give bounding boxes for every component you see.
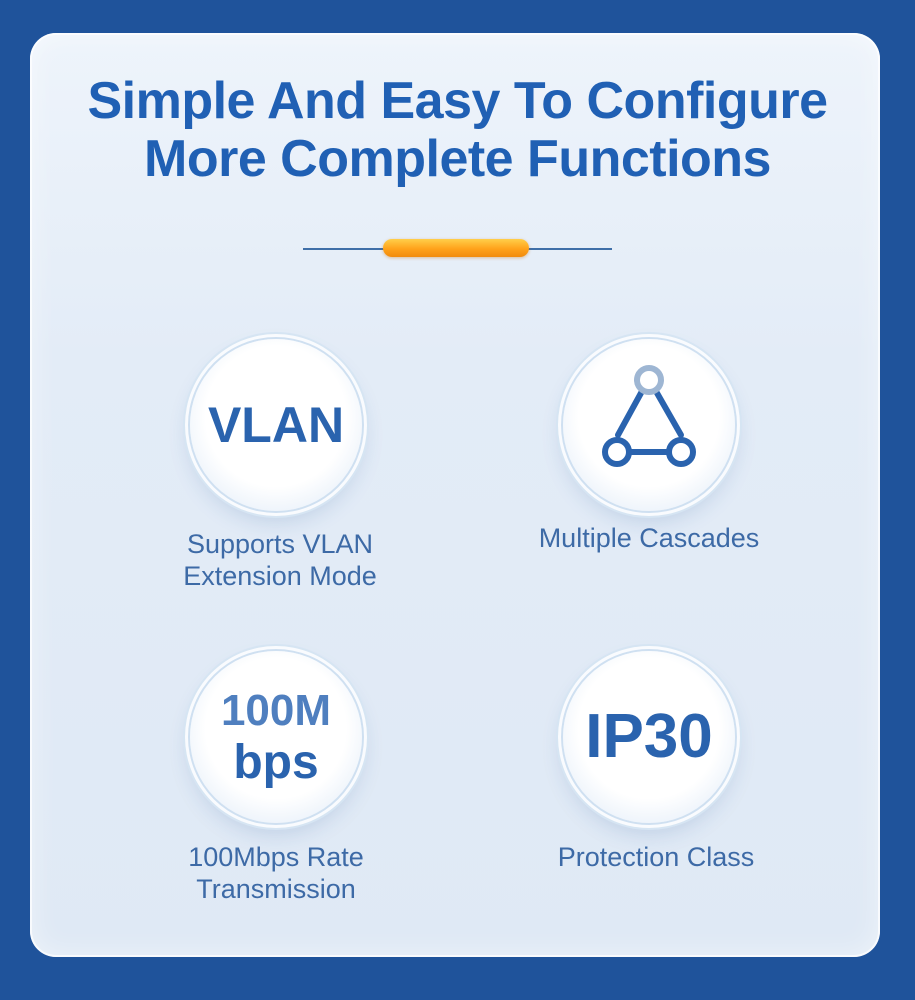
triangle-network-icon xyxy=(602,365,696,467)
vlan-badge-text: VLAN xyxy=(207,397,345,453)
protection-caption: Protection Class xyxy=(506,841,806,873)
ip30-badge-text: IP30 xyxy=(585,702,713,771)
cascade-badge xyxy=(563,339,735,511)
rate-badge-text-top: 100M xyxy=(220,686,332,735)
ip30-badge: IP30 xyxy=(563,651,735,823)
heading-line-2: More Complete Functions xyxy=(144,130,771,188)
rate-caption: 100Mbps Rate Transmission xyxy=(126,841,426,905)
vlan-caption: Supports VLAN Extension Mode xyxy=(130,528,430,592)
rate-badge: 100M bps xyxy=(190,651,362,823)
heading-line-1: Simple And Easy To Configure xyxy=(87,72,828,130)
rate-badge-text-bottom: bps xyxy=(233,736,319,789)
vlan-caption-line-1: Supports VLAN xyxy=(186,529,374,559)
rate-caption-line-1: 100Mbps Rate xyxy=(188,842,364,872)
content-panel xyxy=(30,33,880,957)
divider-accent-bar xyxy=(383,239,529,257)
cascade-caption: Multiple Cascades xyxy=(500,522,798,554)
vlan-caption-line-2: Extension Mode xyxy=(183,561,377,591)
vlan-badge: VLAN xyxy=(190,339,362,511)
cascade-caption-line-1: Multiple Cascades xyxy=(538,523,760,553)
protection-caption-line-1: Protection Class xyxy=(557,842,755,872)
rate-caption-line-2: Transmission xyxy=(196,874,356,904)
